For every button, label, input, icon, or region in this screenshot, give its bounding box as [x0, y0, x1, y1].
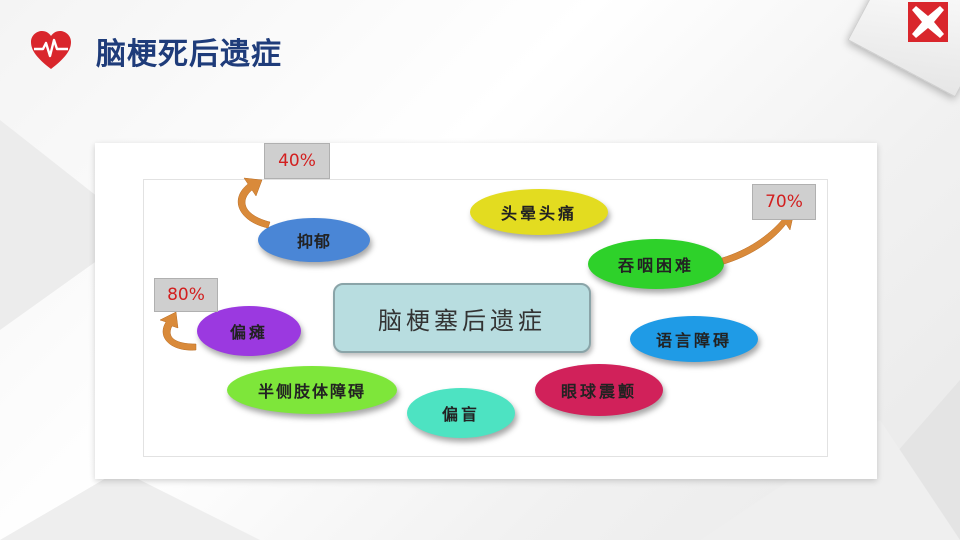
title-bar: 脑梗死后遗症 [30, 26, 282, 76]
node-dizziness-headache: 头晕头痛 [470, 189, 608, 235]
heart-pulse-icon [31, 31, 71, 69]
percent-depression: 40% [264, 143, 330, 179]
node-hemibody-disorder: 半侧肢体障碍 [227, 366, 397, 414]
percent-dysphagia: 70% [752, 184, 816, 220]
node-hemianopia: 偏盲 [407, 388, 515, 438]
node-depression: 抑郁 [258, 218, 370, 262]
node-language-disorder: 语言障碍 [630, 316, 758, 362]
percent-hemiplegia: 80% [154, 278, 218, 312]
arrow-depression [237, 177, 271, 229]
node-dysphagia: 吞咽困难 [588, 239, 724, 289]
arrow-hemiplegia [159, 311, 197, 351]
center-node: 脑梗塞后遗症 [333, 283, 591, 353]
node-nystagmus: 眼球震颤 [535, 364, 663, 416]
node-hemiplegia: 偏瘫 [197, 306, 301, 356]
red-cross-logo-icon [908, 2, 948, 42]
page-title: 脑梗死后遗症 [96, 37, 282, 72]
